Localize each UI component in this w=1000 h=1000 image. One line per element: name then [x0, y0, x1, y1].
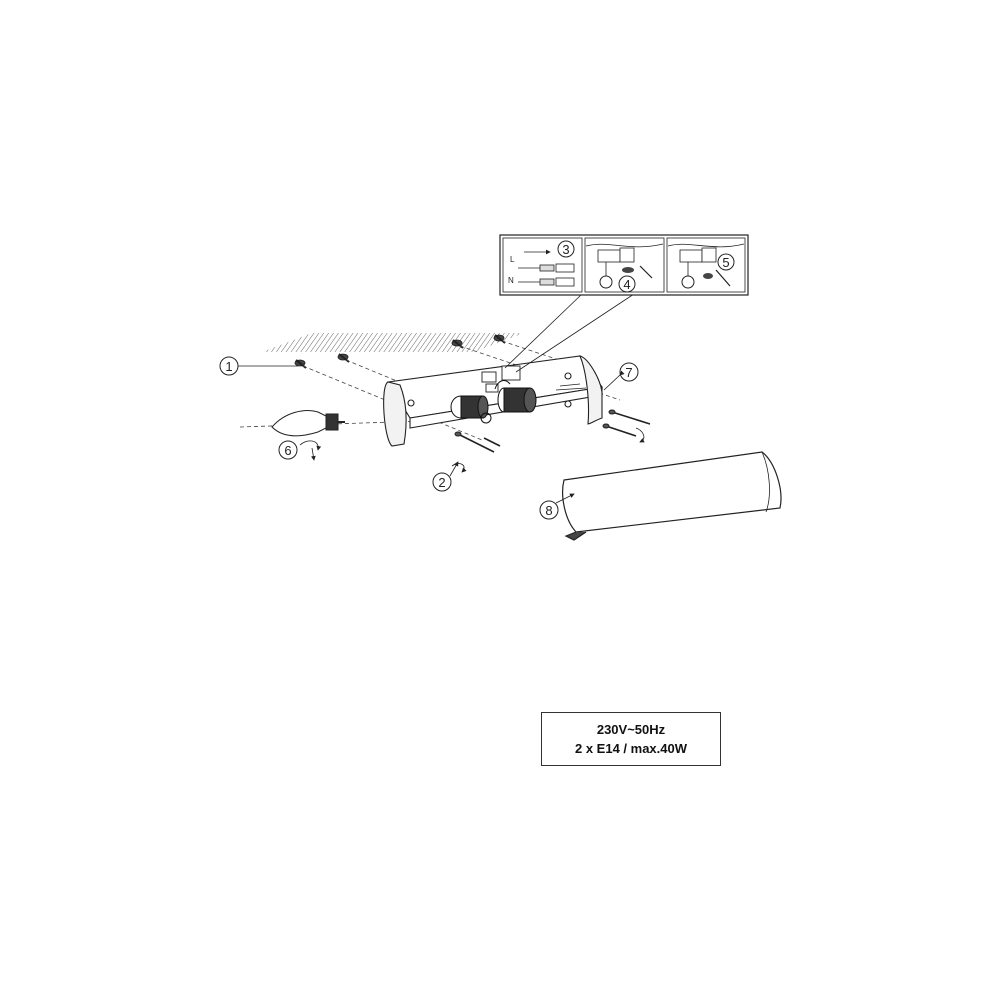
lamp-holder-left — [450, 395, 489, 419]
callout-8: 8 — [539, 493, 575, 520]
lamp-holders — [450, 380, 537, 424]
neutral-wire-label: N — [508, 276, 514, 285]
callout-4-number: 4 — [623, 277, 630, 292]
callout-8-number: 8 — [545, 503, 552, 518]
callout-7: 7 — [603, 362, 639, 391]
specification-box: 230V~50Hz 2 x E14 / max.40W — [541, 712, 721, 766]
callout-1-number: 1 — [225, 359, 232, 374]
screw — [602, 423, 637, 437]
screw — [608, 409, 651, 425]
callout-2: 2 — [432, 461, 467, 492]
lamp-shade — [562, 451, 782, 541]
detail-panel-5: 5 — [666, 237, 746, 293]
detail-panel-3: L N 3 — [502, 237, 583, 293]
right-end-cap — [579, 355, 603, 425]
lamp-base-plate — [383, 355, 603, 447]
callout-5-number: 5 — [722, 255, 729, 270]
rotate-arrow-icon — [451, 463, 467, 473]
terminal-block — [481, 365, 521, 393]
callout-6-number: 6 — [284, 443, 291, 458]
wall-plugs — [294, 334, 506, 369]
screw — [454, 431, 495, 453]
callout-1: 1 — [219, 356, 298, 376]
callout-7-number: 7 — [625, 365, 632, 380]
screws — [454, 409, 651, 453]
screw — [483, 437, 501, 447]
callout-6: 6 — [278, 440, 322, 461]
detail-leader-lines — [504, 293, 635, 373]
callout-3-number: 3 — [562, 242, 569, 257]
wiring-detail-inset: L N 3 4 — [499, 234, 749, 296]
voltage-spec: 230V~50Hz — [596, 722, 666, 737]
internal-wiring — [555, 383, 587, 391]
live-wire-label: L — [510, 255, 515, 264]
rotate-arrow-icon — [635, 427, 645, 443]
lamp-holder-right — [497, 387, 537, 413]
wall-surface — [262, 333, 524, 352]
bulb-spec: 2 x E14 / max.40W — [574, 741, 687, 756]
candle-bulb — [271, 410, 345, 437]
callout-2-number: 2 — [438, 475, 445, 490]
detail-panel-4: 4 — [584, 237, 665, 293]
left-end-cap — [383, 381, 407, 447]
rotate-arrow-icon — [299, 440, 322, 451]
